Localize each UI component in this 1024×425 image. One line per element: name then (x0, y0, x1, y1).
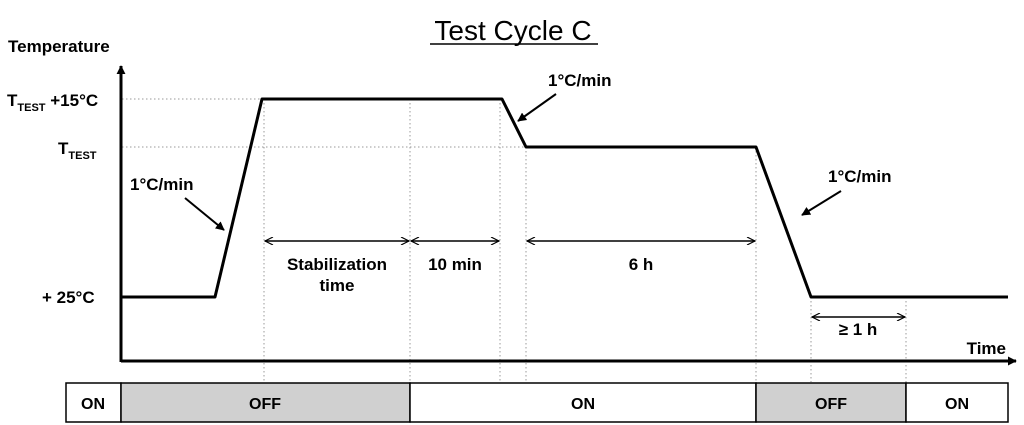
ramp-label-2: 1°C/min (548, 71, 611, 90)
state-cell-off-2 (755, 382, 907, 423)
horizontal-guides (122, 98, 525, 148)
level-upper-main: T (7, 91, 18, 110)
level-label-ttest: TTEST (58, 139, 97, 162)
duration-six-h: 6 h (629, 255, 654, 274)
state-label-off-1: OFF (249, 396, 281, 413)
diagram-title: Test Cycle C (434, 15, 591, 46)
duration-one-h: ≥ 1 h (839, 320, 878, 339)
level-middle-sub: TEST (68, 150, 96, 162)
state-label-on-2: ON (571, 396, 595, 413)
ramp-arrow-1 (184, 197, 225, 231)
state-cell-off-1 (120, 382, 411, 423)
level-label-25c: + 25°C (42, 288, 95, 307)
state-label-off-2: OFF (815, 396, 847, 413)
state-cell-on-3 (905, 382, 1009, 423)
level-middle-main: T (58, 139, 69, 158)
state-label-on-3: ON (945, 396, 969, 413)
ramp-arrow-2 (517, 93, 557, 122)
duration-stabilization-line1: Stabilization (287, 255, 387, 274)
y-axis-label: Temperature (8, 37, 110, 56)
state-bar: ON OFF ON OFF ON (65, 382, 1009, 423)
level-label-ttest-plus15: TTEST +15°C (7, 91, 98, 114)
level-upper-sub: TEST (17, 102, 45, 114)
temperature-profile (121, 97, 1008, 299)
level-upper-suffix: +15°C (46, 91, 99, 110)
duration-stabilization-line2: time (320, 276, 355, 295)
ramp-arrow-3 (801, 190, 842, 216)
ramp-label-1: 1°C/min (130, 175, 193, 194)
ramp-label-3: 1°C/min (828, 167, 891, 186)
duration-ten-min: 10 min (428, 255, 482, 274)
x-axis-label: Time (967, 339, 1006, 358)
state-label-on-1: ON (81, 396, 105, 413)
